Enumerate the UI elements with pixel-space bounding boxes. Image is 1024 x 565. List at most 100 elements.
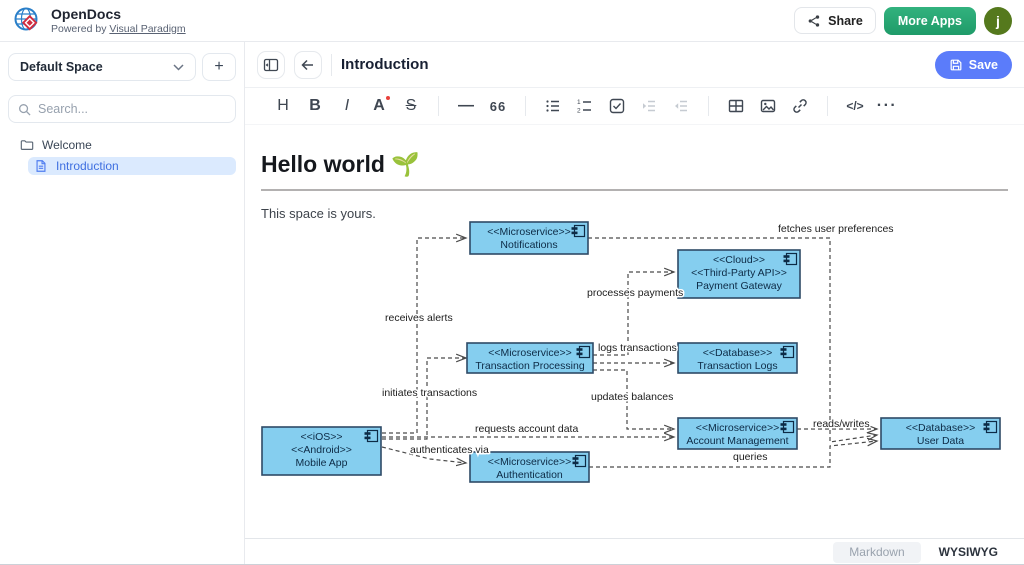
save-button[interactable]: Save [934,50,1012,79]
svg-text:<<Third-Party API>>: <<Third-Party API>> [691,267,787,279]
diagram-node-account-management[interactable]: <<Microservice>>Account Management [677,417,798,450]
toolbar-task-list-button[interactable] [603,93,631,119]
diagram-node-mobile-app[interactable]: <<iOS>><<Android>>Mobile App [261,426,382,476]
toolbar-italic-button[interactable]: I [333,93,361,119]
toolbar-code-button[interactable]: </> [841,93,869,119]
toolbar-blockquote-button[interactable]: 66 [484,93,512,119]
tab-markdown[interactable]: Markdown [833,541,921,563]
save-label: Save [968,57,998,72]
sidebar-item-introduction[interactable]: Introduction [28,157,236,175]
avatar[interactable]: j [984,6,1012,35]
diagram-edge-label: receives alerts [385,312,453,324]
sidebar-item-label: Welcome [42,138,92,152]
diagram-edge [382,238,466,434]
diagram-node-transaction-processing[interactable]: <<Microservice>>Transaction Processing [466,342,594,374]
diagram-edge [382,358,466,440]
diagram-edge [588,237,877,443]
toolbar-bold-button[interactable]: B [301,93,329,119]
toolbar-more-button[interactable]: ··· [873,93,901,119]
diagram-node-payment-gateway[interactable]: <<Cloud>><<Third-Party API>>Payment Gate… [677,249,801,299]
toolbar-text-color-button[interactable]: A [365,93,393,119]
diagram-edge-label: requests account data [475,423,578,435]
powered-by: Powered by Visual Paradigm [51,23,186,35]
toolbar-divider [827,96,828,116]
svg-text:Authentication: Authentication [496,469,563,481]
toggle-sidebar-button[interactable] [257,50,285,79]
uml-diagram[interactable]: <<Microservice>>Notifications<<Cloud>><<… [245,220,1024,538]
tab-wysiwyg[interactable]: WYSIWYG [922,541,1014,563]
more-apps-button[interactable]: More Apps [883,6,976,35]
heading-rule [261,189,1008,191]
save-icon [950,59,962,70]
component-icon [364,429,379,443]
svg-text:1: 1 [577,99,581,106]
share-button[interactable]: Share [794,7,876,34]
toolbar-table-button[interactable] [722,93,750,119]
space-selector[interactable]: Default Space [8,53,196,81]
chevron-down-icon [173,63,184,71]
toolbar-heading-button[interactable]: H [269,93,297,119]
component-icon [571,224,586,238]
powered-by-text: Powered by [51,22,107,35]
svg-text:<<Microservice>>: <<Microservice>> [488,456,571,468]
toolbar-indent-button[interactable] [635,93,663,119]
toolbar-bullet-list-button[interactable] [539,93,567,119]
svg-text:Mobile App: Mobile App [296,457,348,469]
document-paragraph: This space is yours. [261,206,376,221]
search-input[interactable] [38,102,226,116]
svg-text:Transaction Logs: Transaction Logs [697,360,777,372]
sidebar-item-welcome[interactable]: Welcome [8,136,236,154]
component-icon [780,420,795,434]
header-divider [331,53,332,76]
svg-text:2: 2 [577,108,581,115]
toolbar-outdent-button[interactable] [667,93,695,119]
component-icon [983,420,998,434]
opendocs-logo-icon [12,5,43,36]
toolbar-image-button[interactable] [754,93,782,119]
panel-toggle-icon [263,58,279,71]
svg-text:User Data: User Data [917,435,964,447]
toolbar-horizontal-rule-button[interactable]: — [452,93,480,119]
toolbar-strikethrough-button[interactable]: S [397,93,425,119]
diagram-edge-label: processes payments [587,287,683,299]
document-icon [36,160,46,172]
diagram-edge-label: reads/writes [813,418,870,430]
diagram-edge-label: authenticates via [410,444,489,456]
page-title: Introduction [341,56,429,73]
back-button[interactable] [294,50,322,79]
svg-text:Notifications: Notifications [500,239,557,251]
diagram-node-transaction-logs[interactable]: <<Database>>Transaction Logs [677,342,798,374]
visual-paradigm-link[interactable]: Visual Paradigm [109,22,186,35]
svg-text:<<Microservice>>: <<Microservice>> [696,422,779,434]
svg-text:Payment Gateway: Payment Gateway [696,280,783,292]
brand-block: OpenDocs Powered by Visual Paradigm [51,6,186,34]
add-page-button[interactable]: + [202,53,236,81]
diagram-edge [381,446,466,463]
diagram-node-user-data[interactable]: <<Database>>User Data [880,417,1001,450]
svg-text:Account Management: Account Management [686,435,788,447]
component-icon [783,252,798,266]
svg-text:<<Microservice>>: <<Microservice>> [488,347,571,359]
diagram-node-authentication[interactable]: <<Microservice>>Authentication [469,451,590,483]
diagram-edge-label: queries [733,451,767,463]
space-selector-value: Default Space [20,60,103,74]
diagram-edge-label: logs transactions [598,342,677,354]
document-content[interactable]: Hello world 🌱 This space is yours. <<Mic… [245,125,1024,538]
svg-text:<<Microservice>>: <<Microservice>> [487,226,570,238]
toolbar-divider [525,96,526,116]
svg-text:<<Android>>: <<Android>> [291,444,352,456]
diagram-node-notifications[interactable]: <<Microservice>>Notifications [469,221,589,255]
toolbar-link-button[interactable] [786,93,814,119]
back-arrow-icon [301,59,313,70]
component-icon [576,345,591,359]
document-heading: Hello world 🌱 [261,151,420,177]
svg-text:<<iOS>>: <<iOS>> [300,431,342,443]
component-icon [572,454,587,468]
search-box [8,95,236,123]
